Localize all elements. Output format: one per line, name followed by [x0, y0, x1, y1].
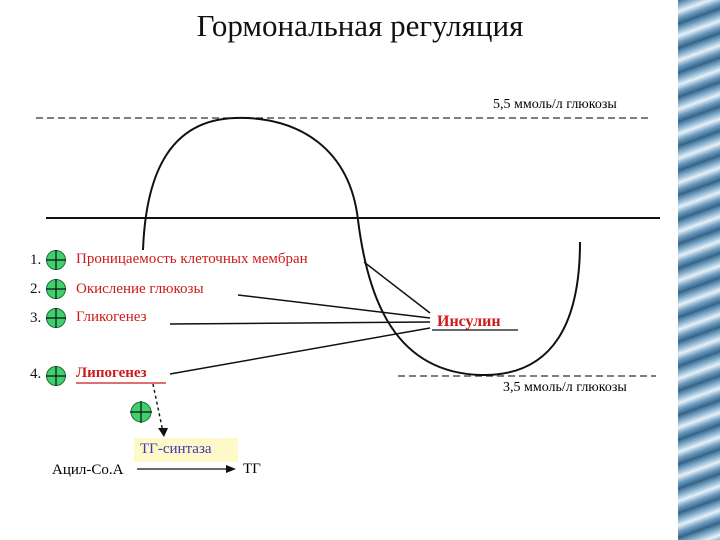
- glucose-curve: [142, 116, 581, 377]
- hormone-label: Инсулин: [437, 313, 501, 330]
- item-number-4: 4.: [30, 366, 42, 382]
- page-title: Гормональная регуляция: [196, 8, 524, 43]
- enzyme-label: ТГ-синтаза: [140, 441, 212, 457]
- item-number-1: 1.: [30, 252, 42, 268]
- lower-level-label: 3,5 ммоль/л глюкозы: [503, 380, 627, 395]
- decorative-sidebar: [678, 0, 720, 540]
- arrow-head-icon: [158, 428, 168, 437]
- plus-icon: [46, 308, 66, 328]
- item-number-3: 3.: [30, 310, 42, 326]
- upper-level-label: 5,5 ммоль/л глюкозы: [493, 97, 617, 112]
- item-number-2: 2.: [30, 281, 42, 297]
- plus-icon: [46, 366, 66, 386]
- link-line-2: [237, 294, 431, 319]
- dotted-arrow: [152, 383, 164, 433]
- product-label: ТГ: [243, 461, 261, 477]
- reaction-arrowhead-icon: [226, 465, 236, 473]
- enzyme-box: [134, 438, 238, 462]
- item-label-4: Липогенез: [76, 365, 147, 381]
- plus-icon: [46, 250, 66, 270]
- item-label-3: Гликогенез: [76, 309, 147, 325]
- substrate-label: Ацил-Co.A: [52, 462, 124, 478]
- item-label-1: Проницаемость клеточных мембран: [76, 251, 308, 267]
- link-line-1: [363, 261, 431, 314]
- link-line-3: [169, 321, 431, 325]
- item-label-2: Окисление глюкозы: [76, 281, 204, 297]
- link-line-4: [169, 327, 431, 375]
- plus-icon: [46, 279, 66, 299]
- plus-icon: [130, 401, 152, 423]
